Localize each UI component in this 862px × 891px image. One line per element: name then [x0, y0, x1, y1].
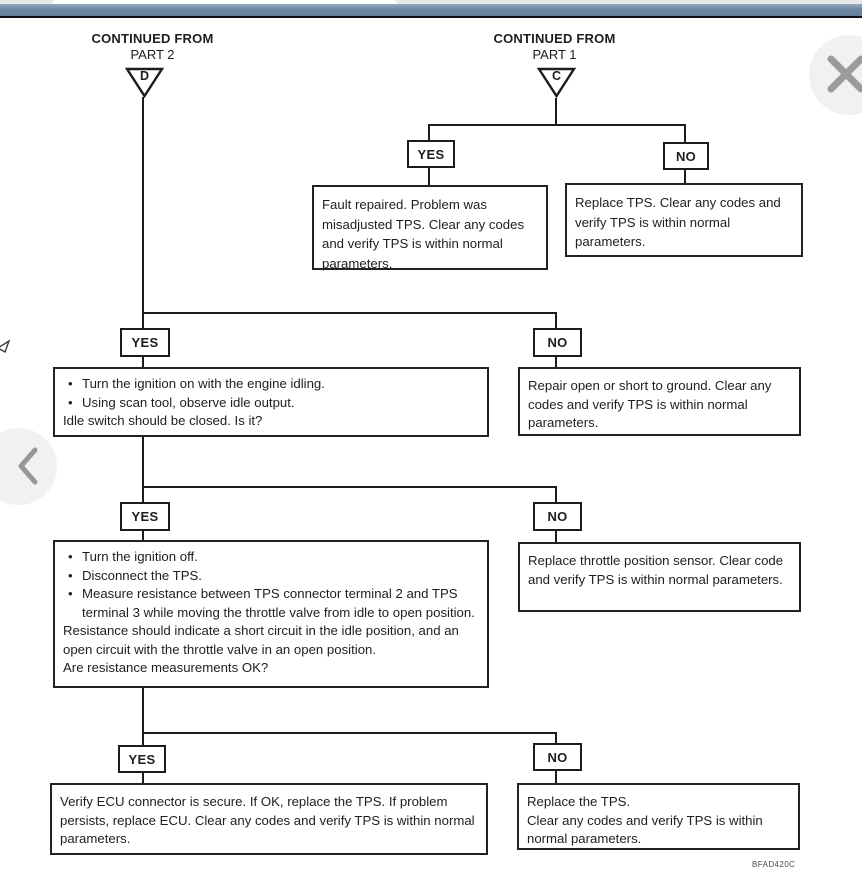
back-button[interactable]: [0, 428, 57, 505]
viewer-toolbar: [0, 4, 862, 18]
result-box-replace-the-tps: Replace the TPS. Clear any codes and ver…: [517, 783, 800, 850]
result-text: Replace throttle position sensor. Clear …: [528, 553, 784, 587]
yes-gate: YES: [120, 328, 170, 357]
step-item: Using scan tool, observe idle output.: [63, 394, 479, 413]
yes-label: YES: [128, 751, 156, 767]
continued-from-part2: CONTINUED FROM PART 2: [50, 31, 255, 62]
triangle-icon: [124, 67, 165, 99]
result-box-replace-throttle-sensor: Replace throttle position sensor. Clear …: [518, 542, 801, 612]
step-question: Idle switch should be closed. Is it?: [63, 413, 263, 428]
flow-connector: [684, 165, 686, 184]
result-text: Replace TPS. Clear any codes and verify …: [575, 195, 781, 249]
step-question: Are resistance measurements OK?: [63, 660, 269, 675]
connector-triangle-c: C: [536, 66, 577, 99]
window-top-strip: [0, 0, 862, 4]
flow-connector: [142, 687, 144, 733]
step-box-idle-switch: Turn the ignition on with the engine idl…: [53, 367, 489, 437]
no-gate: NO: [533, 743, 582, 771]
flow-connector: [555, 312, 557, 329]
flow-connector: [428, 124, 430, 141]
flow-connector: [684, 124, 686, 143]
step-item: Measure resistance between TPS connector…: [63, 585, 479, 622]
close-icon: [827, 55, 862, 93]
flow-connector: [142, 526, 144, 541]
no-label: NO: [547, 335, 568, 350]
no-gate: NO: [663, 142, 709, 170]
no-label: NO: [675, 148, 697, 164]
yes-label: YES: [417, 146, 445, 162]
result-box-verify-ecu: Verify ECU connector is secure. If OK, r…: [50, 783, 488, 855]
flow-connector: [555, 98, 557, 125]
continued-label: CONTINUED FROM: [493, 31, 616, 46]
connector-letter: C: [551, 69, 562, 83]
flow-connector: [428, 124, 686, 126]
flow-connector: [142, 732, 144, 746]
result-line: Replace the TPS.: [527, 794, 631, 809]
result-box-fault-repaired: Fault repaired. Problem was misadjusted …: [312, 185, 548, 271]
flow-connector: [142, 486, 144, 503]
part-label: PART 1: [532, 47, 577, 62]
flow-connector: [555, 486, 557, 503]
no-label: NO: [547, 509, 568, 524]
yes-label: YES: [131, 335, 159, 350]
result-text: Verify ECU connector is secure. If OK, r…: [60, 794, 475, 846]
yes-label: YES: [131, 509, 159, 524]
edge-artifact-mark: [0, 339, 11, 354]
result-line: Clear any codes and verify TPS is within…: [527, 812, 763, 847]
chevron-left-icon: [18, 447, 38, 485]
close-button[interactable]: [809, 35, 862, 115]
step-box-resistance-test: Turn the ignition off. Disconnect the TP…: [53, 540, 489, 688]
flow-connector: [555, 732, 557, 744]
flow-connector: [555, 526, 557, 543]
part-label: PART 2: [130, 47, 175, 62]
no-gate: NO: [533, 328, 582, 357]
yes-gate: YES: [118, 745, 166, 773]
flow-connector: [555, 352, 557, 368]
continued-label: CONTINUED FROM: [91, 31, 214, 46]
flow-connector: [428, 163, 430, 186]
triangle-icon: [536, 67, 577, 99]
no-label: NO: [547, 749, 568, 765]
flow-connector: [142, 486, 557, 488]
flow-connector: [142, 352, 144, 368]
step-item: Turn the ignition off.: [63, 548, 479, 567]
flow-connector: [142, 312, 557, 314]
flow-connector: [555, 766, 557, 784]
step-item: Disconnect the TPS.: [63, 567, 479, 586]
figure-code: BFAD420C: [752, 860, 796, 869]
flow-connector: [142, 732, 557, 734]
flow-connector: [142, 768, 144, 784]
result-box-repair-open-short: Repair open or short to ground. Clear an…: [518, 367, 801, 436]
yes-gate: YES: [120, 502, 170, 531]
no-gate: NO: [533, 502, 582, 531]
connector-letter: D: [139, 69, 150, 83]
flow-connector: [142, 436, 144, 487]
continued-from-part1: CONTINUED FROM PART 1: [452, 31, 657, 62]
result-text: Repair open or short to ground. Clear an…: [528, 378, 772, 430]
flow-connector: [142, 97, 144, 313]
step-list: Turn the ignition off. Disconnect the TP…: [63, 548, 479, 622]
step-note: Resistance should indicate a short circu…: [63, 623, 459, 657]
connector-triangle-d: D: [124, 66, 165, 99]
result-box-replace-tps: Replace TPS. Clear any codes and verify …: [565, 183, 803, 257]
step-item: Turn the ignition on with the engine idl…: [63, 375, 479, 394]
flow-connector: [142, 312, 144, 329]
window-tab: [52, 0, 397, 4]
yes-gate: YES: [407, 140, 455, 168]
result-text: Fault repaired. Problem was misadjusted …: [322, 197, 525, 271]
step-list: Turn the ignition on with the engine idl…: [63, 375, 479, 412]
